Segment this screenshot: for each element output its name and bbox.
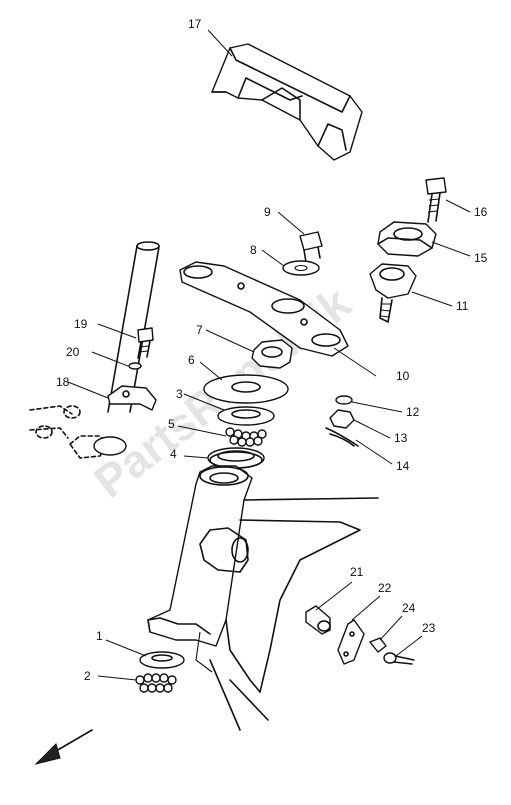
callout-10: 10: [396, 369, 410, 383]
part-22-bracket-plate: [337, 619, 365, 665]
callout-20: 20: [66, 345, 80, 359]
front-direction-arrow: [34, 729, 93, 765]
part-21-lock: [305, 605, 331, 635]
callout-1: 1: [96, 629, 103, 643]
callout-19: 19: [74, 317, 88, 331]
callout-17: 17: [188, 17, 202, 31]
callout-9: 9: [264, 205, 271, 219]
part-15-upper-holder: [377, 221, 437, 257]
part-4-race: [207, 447, 265, 469]
callout-5: 5: [168, 417, 175, 431]
part-1-race: [139, 651, 185, 669]
part-9-bolt: [299, 231, 323, 263]
callout-6: 6: [188, 353, 195, 367]
part-6-washer: [203, 374, 289, 404]
frame-head-pipe: [147, 465, 379, 731]
callout-labels: 17 16 9 15 8 11 19 7 20 6 10 18 3 12 5 1…: [56, 17, 488, 683]
part-10-upper-bracket: [179, 261, 349, 357]
leader-lines: [67, 29, 471, 681]
part-11-lower-holder: [369, 263, 417, 323]
callout-15: 15: [474, 251, 488, 265]
part-24-collar: [369, 637, 387, 653]
callout-22: 22: [378, 581, 392, 595]
callout-3: 3: [176, 387, 183, 401]
part-13-nut: [329, 409, 355, 429]
part-8-washer: [282, 260, 320, 276]
callout-16: 16: [474, 205, 488, 219]
part-3-race: [217, 406, 275, 426]
part-17-handlebar-cover: [211, 43, 363, 161]
callout-8: 8: [250, 243, 257, 257]
callout-7: 7: [196, 323, 203, 337]
callout-21: 21: [350, 565, 364, 579]
part-20-washer: [128, 362, 142, 370]
part-7-nut: [251, 339, 293, 369]
callout-11: 11: [456, 299, 469, 313]
part-16-bolt: [425, 177, 447, 223]
callout-12: 12: [406, 405, 420, 419]
part-19-bolt: [137, 327, 154, 359]
part-23-pin: [383, 652, 415, 665]
callout-4: 4: [170, 447, 177, 461]
callout-24: 24: [402, 601, 416, 615]
part-5-bearing-balls: [225, 427, 267, 447]
callout-2: 2: [84, 669, 91, 683]
part-2-bearing-balls: [135, 673, 177, 693]
part-18-bracket: [107, 385, 157, 411]
part-14-cotter-pin: [325, 427, 359, 447]
handlebar-clamp-dashed: [29, 405, 127, 459]
callout-23: 23: [422, 621, 436, 635]
callout-14: 14: [396, 459, 410, 473]
callout-18: 18: [56, 375, 70, 389]
callout-13: 13: [394, 431, 408, 445]
part-12-washer: [335, 395, 353, 405]
